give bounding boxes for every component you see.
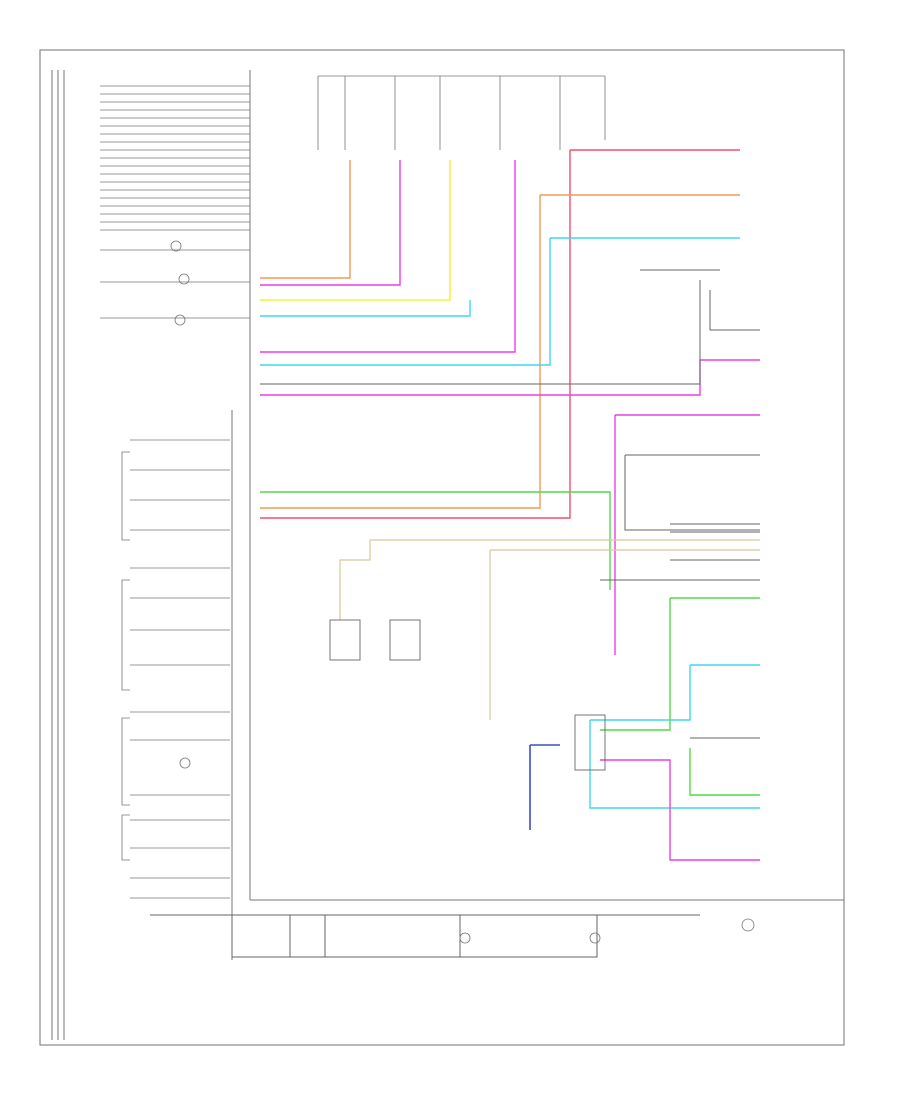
wire-red (260, 149, 740, 519)
left-bus-lines (51, 70, 65, 1040)
lower-lamp-symbols (459, 918, 755, 944)
wire-yellow (260, 160, 451, 301)
left-lamp-symbols (170, 240, 191, 769)
cluster-outline (231, 70, 844, 960)
wire-magenta (260, 160, 760, 861)
diagram-frame (39, 49, 845, 1046)
wire-blue (529, 744, 560, 830)
lower-bus (150, 914, 700, 958)
left-connector-lines (100, 85, 250, 319)
relay-boxes (329, 619, 606, 771)
right-harness-stubs (670, 523, 760, 739)
indicator-group-brackets (121, 451, 130, 861)
wire-gray (260, 269, 760, 581)
indicator-rows (130, 439, 230, 899)
wire-orange (260, 160, 740, 509)
wire-tan (339, 539, 760, 720)
wire-cyan (260, 237, 760, 809)
top-connector-verticals (317, 75, 606, 150)
wire-green (260, 491, 760, 796)
